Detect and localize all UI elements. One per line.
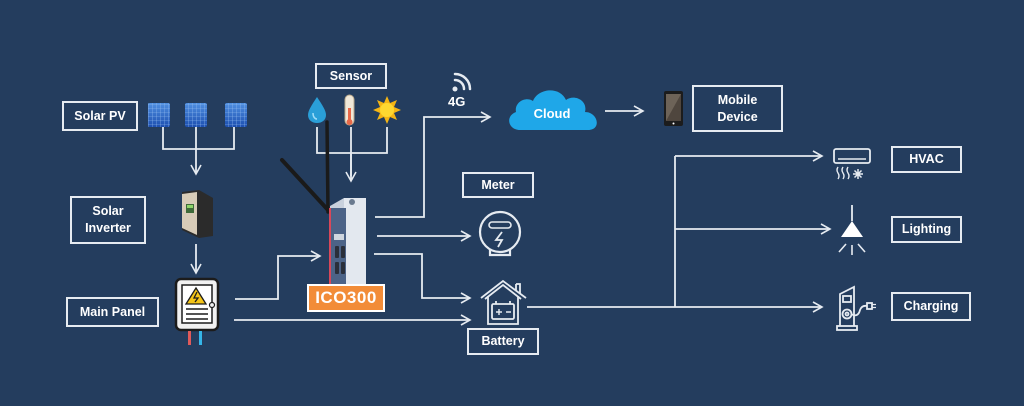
thermometer-icon bbox=[344, 94, 355, 126]
label-mobile-device-line1: Mobile bbox=[717, 92, 758, 107]
label-meter: Meter bbox=[462, 172, 534, 198]
line-ico-to-battery bbox=[374, 253, 472, 304]
water-drop-icon bbox=[308, 97, 326, 123]
label-ico300: ICO300 bbox=[307, 284, 385, 312]
ceiling-lamp-icon bbox=[838, 205, 866, 255]
connection-lines bbox=[162, 105, 832, 326]
label-charging: Charging bbox=[891, 292, 971, 321]
label-solar-inverter: Solar Inverter bbox=[70, 196, 146, 244]
line-panel-to-ico bbox=[235, 250, 322, 300]
electric-meter-icon bbox=[478, 210, 522, 257]
label-sensor: Sensor bbox=[315, 63, 387, 89]
label-cloud: Cloud bbox=[533, 106, 571, 121]
line-solar-bracket bbox=[162, 127, 235, 150]
label-solar-pv: Solar PV bbox=[62, 101, 138, 131]
label-solar-inverter-line2: Inverter bbox=[85, 221, 131, 235]
solar-inverter-icon bbox=[182, 190, 213, 238]
label-mobile-device: Mobile Device bbox=[692, 85, 783, 132]
label-4g: 4G bbox=[448, 94, 466, 109]
cloud-icon bbox=[509, 90, 597, 130]
label-main-panel: Main Panel bbox=[66, 297, 159, 327]
label-solar-inverter-line1: Solar bbox=[92, 204, 124, 218]
ev-charger-icon bbox=[836, 285, 876, 331]
wireless-signal-icon bbox=[452, 72, 472, 92]
ico300-device-icon bbox=[280, 120, 366, 286]
label-mobile-device-line2: Device bbox=[717, 109, 758, 124]
electrical-panel-icon bbox=[174, 277, 220, 345]
label-hvac: HVAC bbox=[891, 146, 962, 173]
line-ico-to-cloud bbox=[375, 111, 492, 218]
solar-panel-icon bbox=[148, 103, 247, 127]
label-battery: Battery bbox=[467, 328, 539, 355]
tablet-icon bbox=[664, 91, 683, 126]
label-lighting: Lighting bbox=[891, 216, 962, 243]
sun-icon bbox=[373, 96, 401, 124]
air-conditioner-icon bbox=[833, 148, 871, 180]
house-battery-icon bbox=[480, 279, 527, 325]
